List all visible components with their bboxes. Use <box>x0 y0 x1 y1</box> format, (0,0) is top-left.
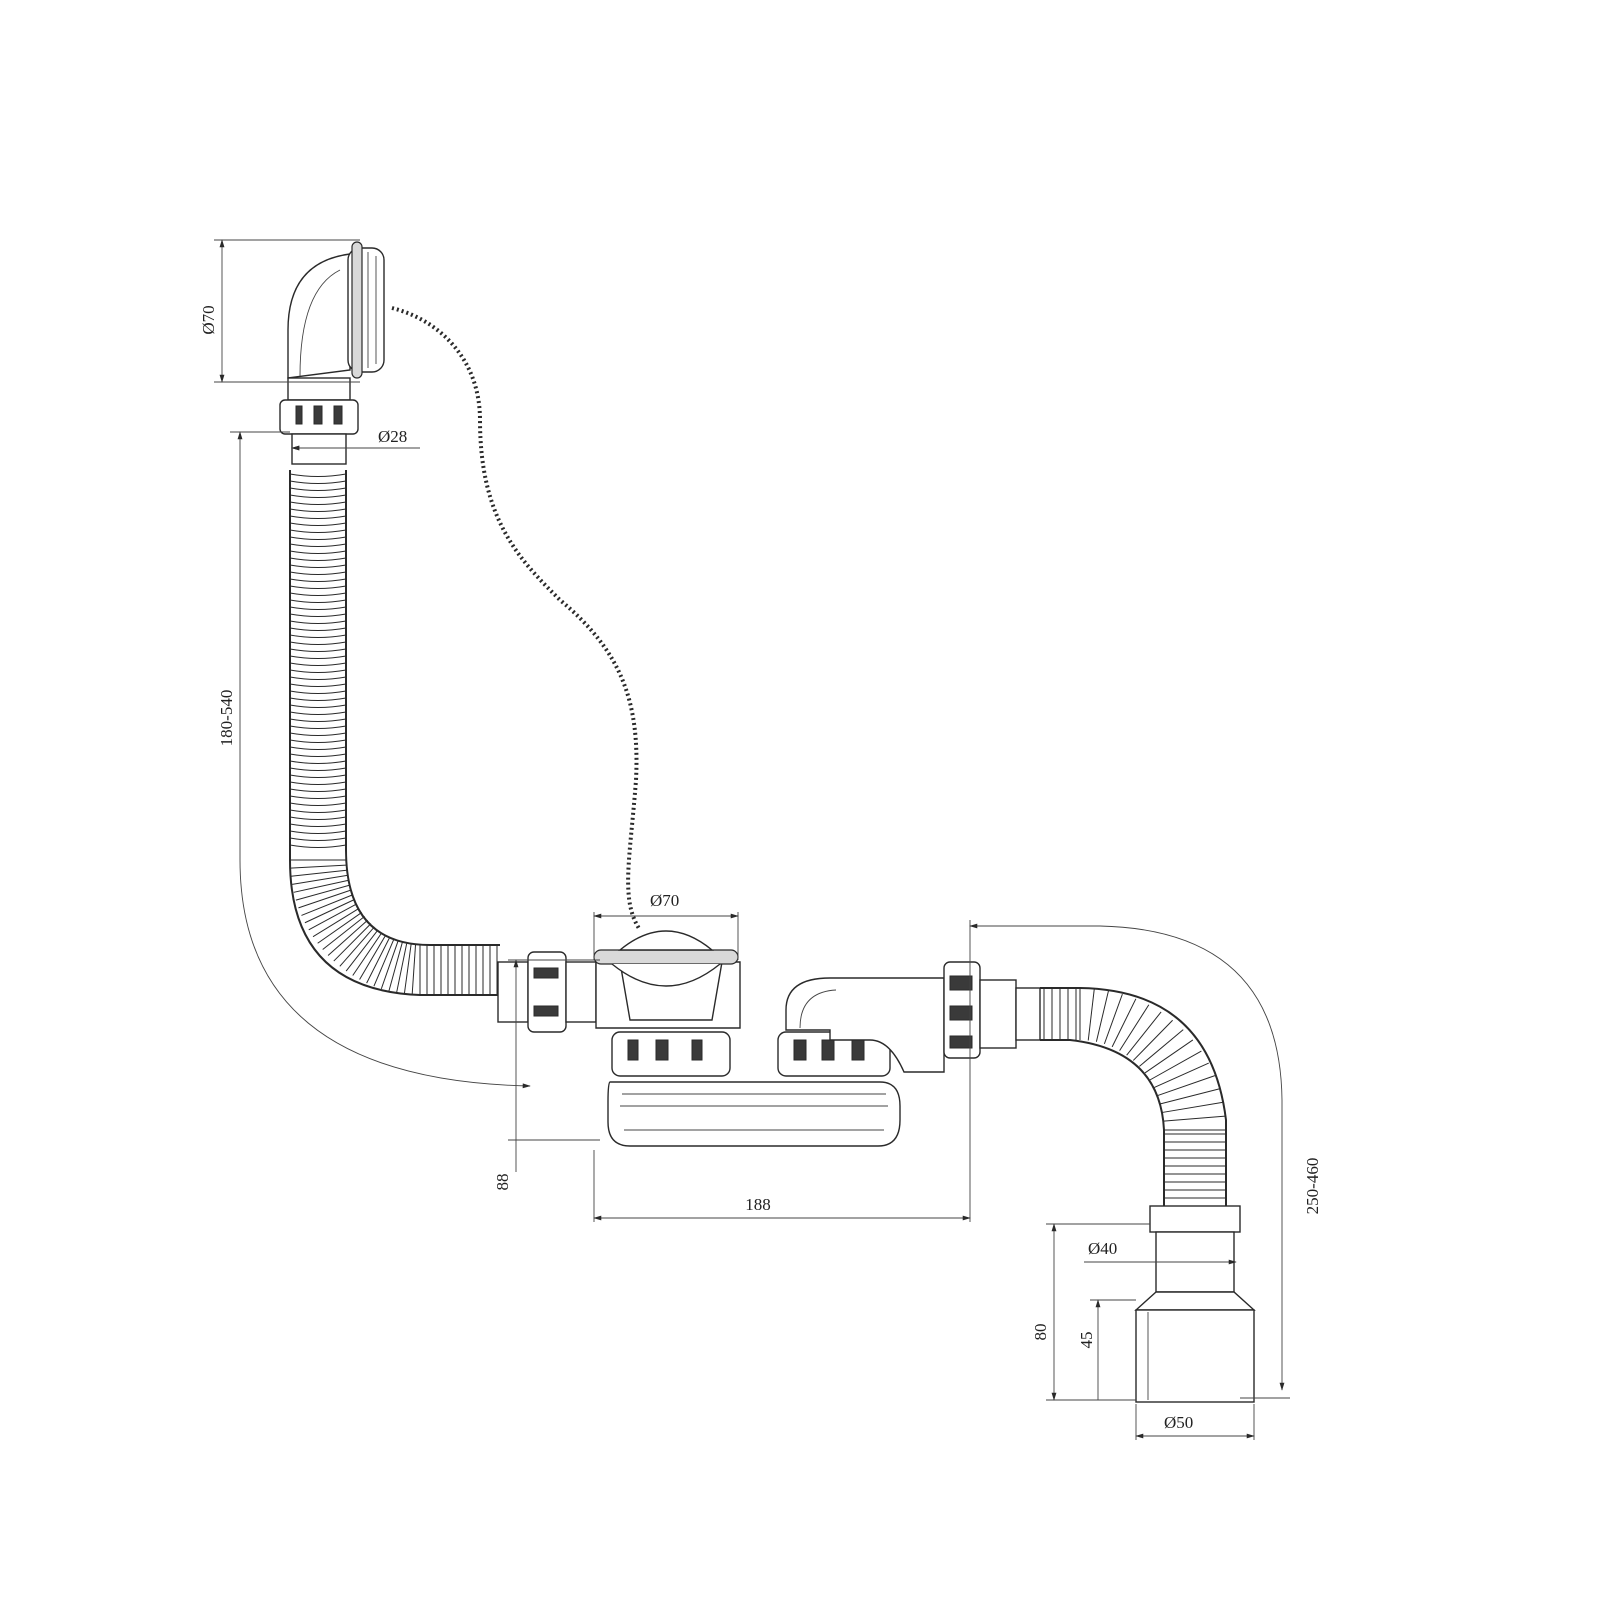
nut-left <box>527 951 567 1033</box>
overflow-tail <box>291 433 347 465</box>
dim-overflow-pipe-diameter: Ø28 <box>378 427 407 446</box>
dim-center-distance: 188 <box>745 1195 771 1214</box>
dim-right-hose-length: 250-460 <box>1303 1158 1322 1215</box>
outlet-assembly <box>1134 1205 1256 1403</box>
dim-outlet-outer-diameter: Ø50 <box>1164 1413 1193 1432</box>
left-corrugated-hose <box>289 470 500 996</box>
dimension-lines <box>214 239 1290 1440</box>
dim-outlet-total-length: 80 <box>1031 1324 1050 1341</box>
dim-drain-diameter: Ø70 <box>650 891 679 910</box>
drain-plug <box>593 949 739 965</box>
plug-chain <box>391 306 642 932</box>
hose-connector-left <box>497 961 529 1023</box>
dim-outlet-socket-length: 45 <box>1077 1332 1096 1349</box>
overflow-neck <box>287 377 351 401</box>
dim-left-hose-length: 180-540 <box>217 690 236 747</box>
outlet-socket <box>1135 1309 1255 1403</box>
dim-overflow-diameter: Ø70 <box>199 305 218 334</box>
trap-bowl <box>607 1081 901 1147</box>
right-corrugated-hose <box>1040 987 1227 1206</box>
dim-drain-height: 88 <box>493 1174 512 1191</box>
overflow-assembly <box>279 241 385 465</box>
trap-elbow <box>785 977 945 1073</box>
dim-outlet-inner-diameter: Ø40 <box>1088 1239 1117 1258</box>
overflow-elbow <box>287 253 351 379</box>
drain-assembly <box>497 930 1041 1147</box>
outlet-collar <box>1149 1205 1241 1233</box>
